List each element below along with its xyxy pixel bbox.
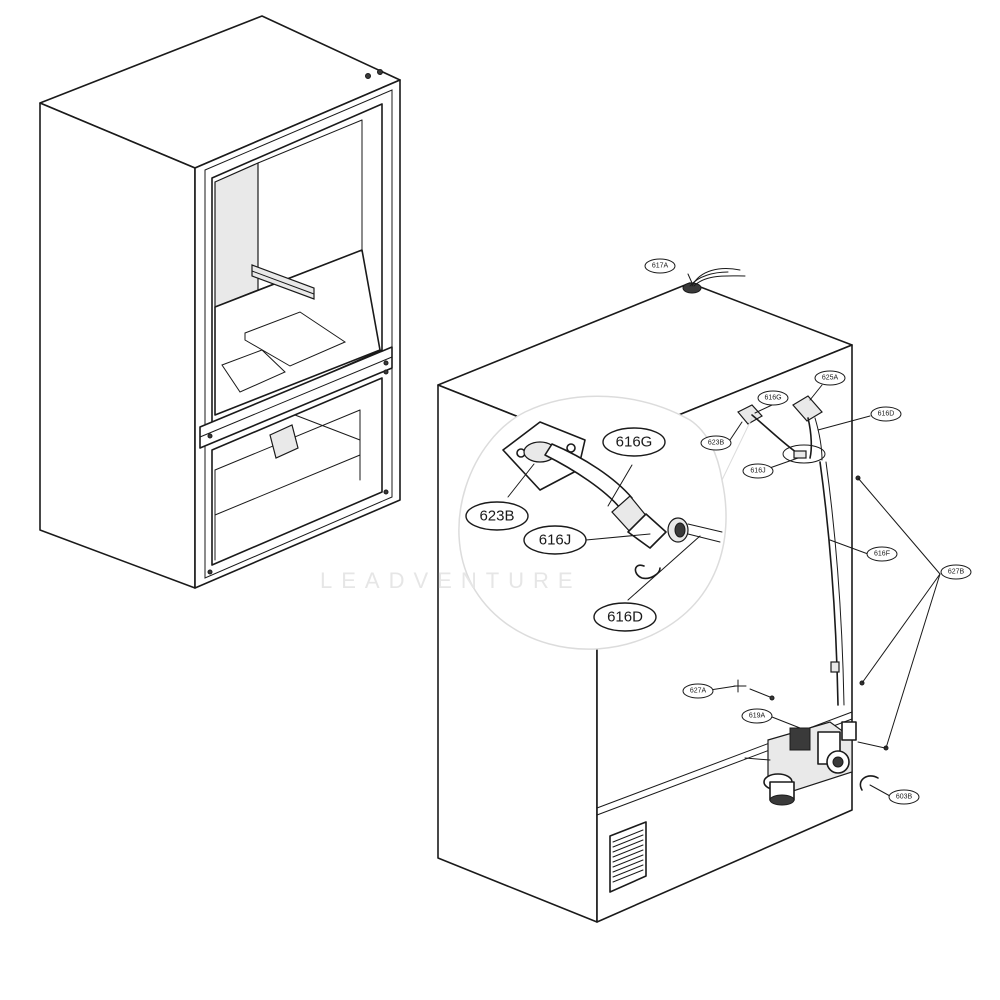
svg-text:627B: 627B: [948, 569, 965, 576]
svg-text:627A: 627A: [690, 688, 707, 695]
label-625A: 625A: [814, 370, 846, 386]
svg-text:616G: 616G: [616, 434, 653, 451]
label-616G-large: 616G: [602, 427, 666, 457]
screw-627A: [733, 679, 775, 701]
svg-text:616D: 616D: [878, 411, 895, 418]
watermark-text: LEADVENTURE: [320, 568, 582, 593]
svg-text:623B: 623B: [708, 440, 725, 447]
label-623B-large: 623B: [465, 501, 529, 531]
label-616F: 616F: [866, 546, 898, 562]
label-617A: 617A: [644, 258, 676, 274]
label-627B: 627B: [940, 564, 972, 580]
svg-text:617A: 617A: [652, 263, 669, 270]
svg-text:616J: 616J: [750, 468, 765, 475]
svg-text:616D: 616D: [607, 609, 643, 626]
upper-water-fittings: [737, 395, 845, 706]
label-616D-small: 616D: [870, 406, 902, 422]
svg-text:603B: 603B: [896, 794, 913, 801]
label-616G-small: 616G: [757, 390, 789, 406]
label-603B: 603B: [888, 789, 920, 805]
label-619A: 619A: [741, 708, 773, 724]
label-627A: 627A: [682, 683, 714, 699]
cabinet-front-view: [39, 15, 401, 589]
svg-text:623B: 623B: [479, 508, 514, 525]
label-616D-large: 616D: [593, 602, 657, 632]
top-grommet-617A: [682, 268, 746, 294]
svg-text:625A: 625A: [822, 375, 839, 382]
svg-text:616J: 616J: [539, 532, 572, 549]
label-623B-small: 623B: [700, 435, 732, 451]
label-616J-small: 616J: [742, 463, 774, 479]
water-valve-assembly-619A: [744, 721, 886, 806]
svg-text:616F: 616F: [874, 551, 890, 558]
svg-text:619A: 619A: [749, 713, 766, 720]
vent-grille: [609, 821, 647, 893]
detail-callout: [458, 395, 753, 650]
svg-text:616G: 616G: [764, 395, 781, 402]
label-616J-large: 616J: [523, 525, 587, 555]
